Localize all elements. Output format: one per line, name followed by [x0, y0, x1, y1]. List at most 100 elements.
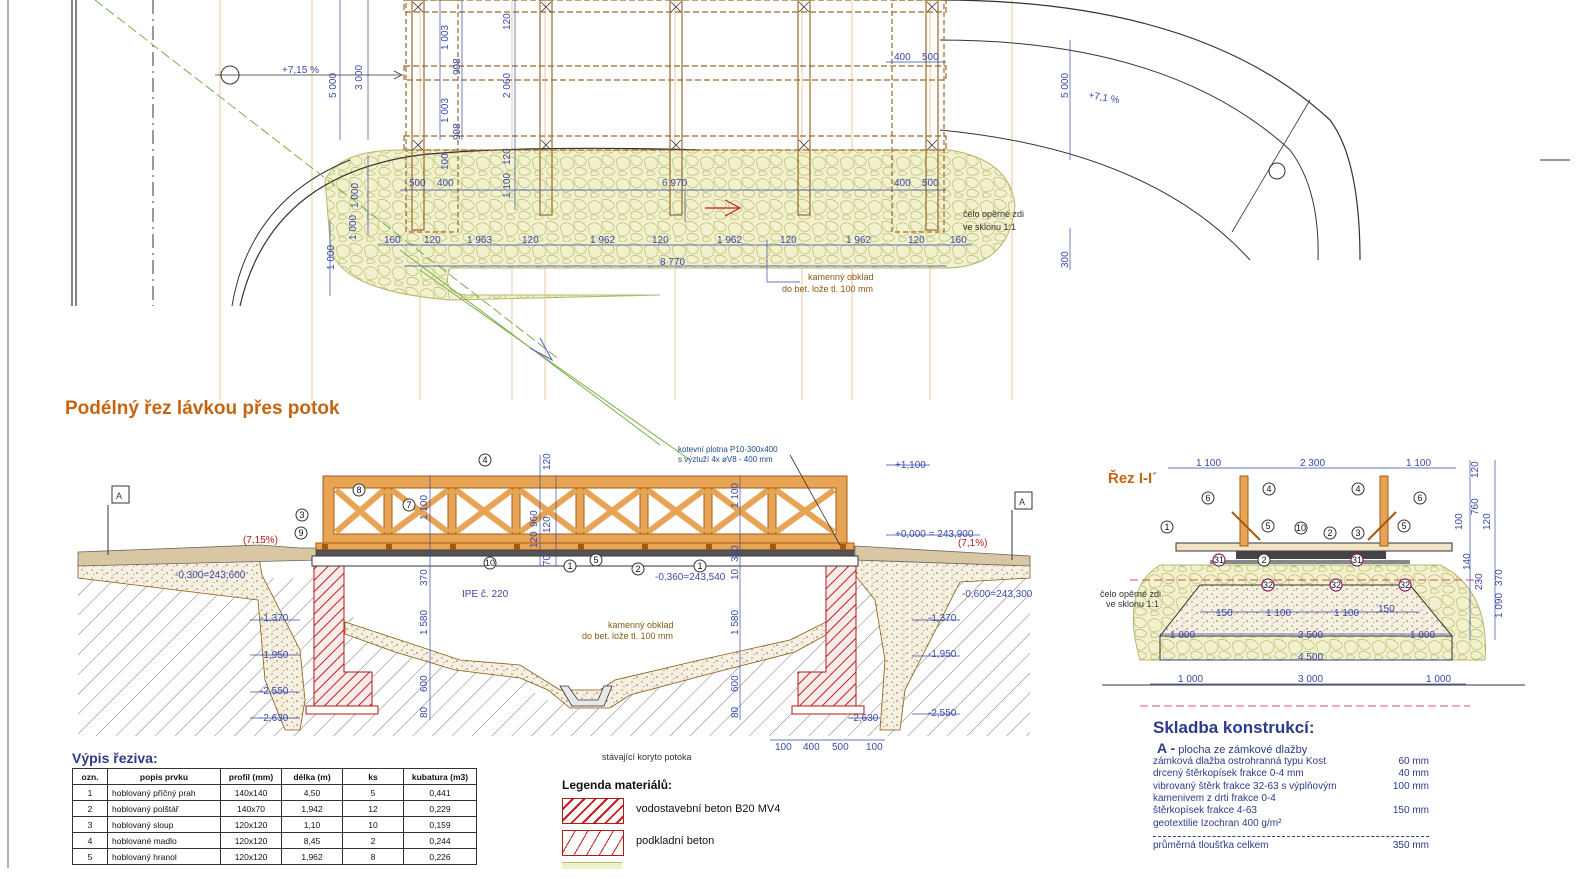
cut-marker-label: A [116, 491, 122, 501]
concrete-swatch [562, 798, 624, 824]
elev-mark: -1,370 [260, 613, 289, 624]
elev-mark: -2,630 [850, 713, 879, 724]
section-vdim: 80 [730, 706, 741, 718]
plan-dim: 1 003 [440, 25, 451, 50]
column-header: kubatura (m3) [403, 768, 477, 785]
table-cell: hoblované madlo [107, 832, 221, 849]
cross-part-label: 1 [1164, 522, 1169, 532]
cross-texts: 1 100 2 300 1 100 120 760 120 100 230 14… [1100, 458, 1505, 685]
table-row: 3 hoblovaný sloup 120x120 1,10 10 0,159 [72, 816, 477, 833]
plan-view: +7,15 % +7,1 % 400 500 400 500 500 400 5… [7, 0, 1570, 868]
section-vdim: 120 [542, 516, 553, 533]
plan-dim: 120 [502, 13, 513, 30]
plan-row-dim: 120 [424, 235, 441, 246]
table-cell: 0,244 [403, 832, 477, 849]
bottom-dim: 500 [832, 742, 849, 753]
plan-dim: 100 [440, 153, 451, 170]
section-vdim: 1 580 [730, 610, 741, 635]
plan-row-dim: 160 [950, 235, 967, 246]
plan-dim: 300 [1060, 251, 1071, 268]
column-header: popis prvku [107, 768, 221, 785]
bridge-truss [315, 475, 855, 557]
column-header: ozn. [72, 768, 108, 785]
table-cell: 1 [72, 784, 108, 801]
plan-dim: 5 000 [1060, 73, 1071, 98]
table-cell: hoblovaný hranol [107, 848, 221, 865]
column-header: profil (mm) [220, 768, 282, 785]
plan-dim: 500 [922, 178, 939, 189]
cross-ground-dim: 1 000 [1178, 674, 1203, 685]
table-row: 1 hoblovaný příčný prah 140x140 4,50 5 0… [72, 784, 477, 801]
plan-dim: 1 003 [440, 98, 451, 123]
plan-dim-texts: +7,15 % +7,1 % 400 500 400 500 500 400 5… [282, 13, 1120, 294]
plan-row-dim: 160 [384, 235, 401, 246]
plan-dim: 998 [452, 123, 463, 140]
part-label: 1 [697, 561, 702, 571]
base-concrete-swatch [562, 830, 624, 856]
plan-row-dim: 1 962 [590, 235, 615, 246]
stone-note: kamenný obklad [608, 620, 674, 630]
elev-mark: -2,550 [260, 686, 289, 697]
cross-red-label: 31 [1214, 555, 1224, 565]
plan-slope-left: +7,15 % [282, 65, 319, 76]
cross-note-cheek: čelo opěrné zdi [1100, 589, 1161, 599]
table-row: 4 hoblované madlo 120x120 8,45 2 0,244 [72, 832, 477, 849]
table-cell: 3 [72, 816, 108, 833]
table-cell: 140x140 [220, 784, 282, 801]
plan-note-stone: kamenný obklad [808, 272, 874, 282]
elev-mark: -1,950 [260, 650, 289, 661]
part-label: 5 [593, 555, 598, 565]
plan-row-dim: 1 963 [467, 235, 492, 246]
table-cell: 1,942 [281, 800, 343, 817]
composition-row-value: 60 mm [1398, 756, 1429, 767]
elev-right-road: -0,600=243,300 [962, 589, 1033, 600]
section-labels: 1 2 3 4 5 7 8 9 10 1 [294, 453, 707, 576]
elev-mark: -1,950 [928, 649, 957, 660]
part-label: 2 [635, 564, 640, 574]
cross-part-label: 4 [1266, 484, 1271, 494]
composition-row-text: geotextilie Izochran 400 g/m² [1153, 818, 1282, 829]
elev-mark: -1,370 [928, 613, 957, 624]
cross-section: Řez I-I´ 1 100 2 300 1 100 120 760 [1100, 458, 1525, 707]
cross-inner-dim: 150 [1378, 604, 1395, 615]
plan-row-dim: 120 [652, 235, 669, 246]
cross-vdim: 230 [1474, 573, 1485, 590]
bottom-dim: 100 [866, 742, 883, 753]
plan-row-dim: 1 962 [846, 235, 871, 246]
section-texts: A A kotevní plotna P10-300x400 s výztuží… [116, 445, 1033, 762]
bottom-dim: 100 [775, 742, 792, 753]
longitudinal-section: Podélný řez lávkou přes potok [65, 398, 1033, 762]
legend-label: vodostavební beton B20 MV4 [636, 803, 781, 815]
table-cell: 120x120 [220, 816, 282, 833]
table-cell: 120x120 [220, 848, 282, 865]
cross-vdim: 120 [1482, 513, 1493, 530]
cross-note-cheek: ve sklonu 1:1 [1106, 599, 1159, 609]
section-vdim: 120 [529, 531, 540, 548]
table-header-row: ozn. popis prvku profil (mm) délka (m) k… [72, 768, 477, 785]
cross-red-label: 32 [1400, 580, 1410, 590]
cross-vdim: 760 [1470, 498, 1481, 515]
table-cell: hoblovaný příčný prah [107, 784, 221, 801]
cross-top-dim: 1 100 [1196, 458, 1221, 469]
composition-row-value: 150 mm [1392, 805, 1429, 816]
composition-a-label: plocha ze zámkové dlažby [1178, 744, 1308, 756]
table-row: 5 hoblovaný hranol 120x120 1,962 8 0,226 [72, 848, 477, 865]
plate-note: kotevní plotna P10-300x400 [678, 445, 778, 454]
elev-deck: -0,360=243,540 [655, 572, 726, 583]
cross-vdim: 1 090 [1494, 593, 1505, 618]
table-cell: 1,962 [281, 848, 343, 865]
plan-dim: 120 [502, 148, 513, 165]
table-cell: 1,10 [281, 816, 343, 833]
plan-dim: 1 000 [326, 245, 337, 270]
legend-label: podkladní beton [636, 835, 715, 847]
table-cell: 2 [342, 832, 404, 849]
cut-marker-right [1014, 491, 1033, 510]
table-cell: 5 [342, 784, 404, 801]
plan-row-dim: 1 962 [717, 235, 742, 246]
part-label: 10 [485, 558, 495, 568]
cross-inner-dim: 1 100 [1266, 608, 1291, 619]
part-label: 7 [406, 500, 411, 510]
table-cell: 8,45 [281, 832, 343, 849]
